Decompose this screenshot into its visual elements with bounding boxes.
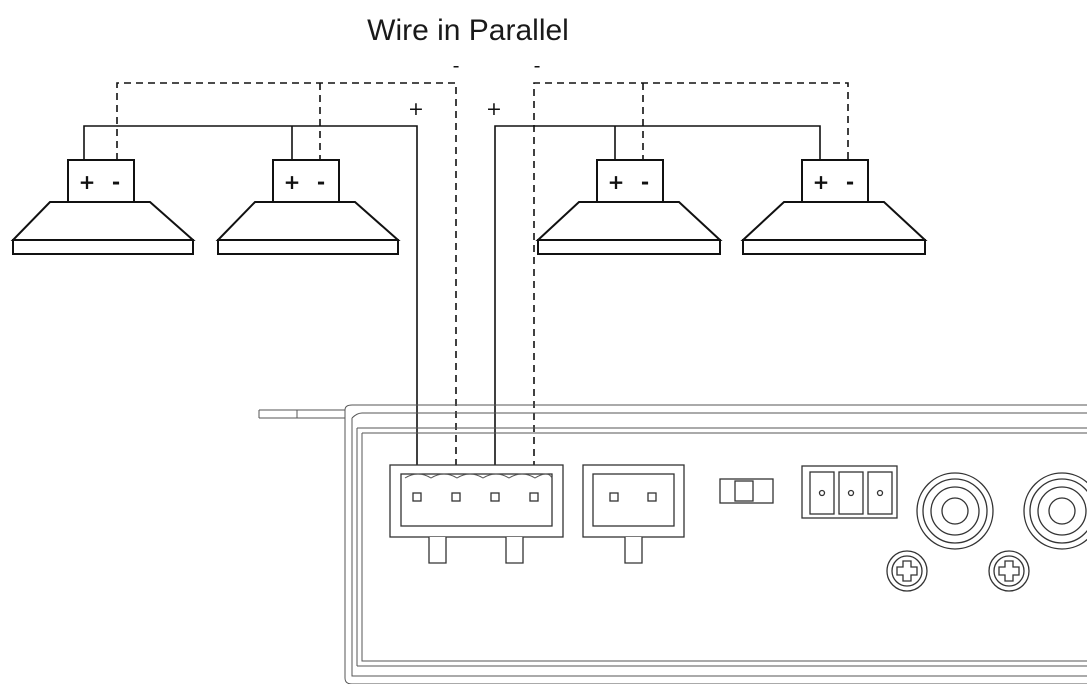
diagram-title: Wire in Parallel [367, 14, 569, 47]
screw-2 [988, 550, 1030, 592]
wire-left-negative [116, 82, 457, 492]
speaker-1: + - [10, 159, 196, 255]
wire-label-right-positive: + [486, 98, 502, 120]
speaker-2-negative-terminal: - [317, 170, 325, 194]
wire-right-positive [494, 125, 821, 492]
speaker-4-negative-terminal: - [846, 170, 854, 194]
speaker-3: + - [535, 159, 723, 255]
wire-label-left-negative: - [453, 55, 460, 77]
wire-label-left-positive: + [408, 98, 424, 120]
screw-1 [886, 550, 928, 592]
wire-left-positive [83, 125, 418, 492]
two-pin-connector [582, 464, 685, 564]
speaker-3-positive-terminal: + [608, 170, 625, 194]
rca-jack-2 [1023, 472, 1087, 550]
rca-jack-1 [916, 472, 994, 550]
slide-switch [719, 478, 774, 504]
speaker-1-positive-terminal: + [79, 170, 96, 194]
wire-right-negative [533, 82, 849, 492]
speaker-4: + - [740, 159, 928, 255]
wire-label-right-negative: - [534, 55, 541, 77]
speaker-2-positive-terminal: + [284, 170, 301, 194]
speaker-1-negative-terminal: - [112, 170, 120, 194]
speaker-output-connector [389, 464, 564, 564]
speaker-2: + - [215, 159, 401, 255]
speaker-3-negative-terminal: - [641, 170, 649, 194]
speaker-4-positive-terminal: + [813, 170, 830, 194]
three-pin-terminal [801, 465, 898, 519]
